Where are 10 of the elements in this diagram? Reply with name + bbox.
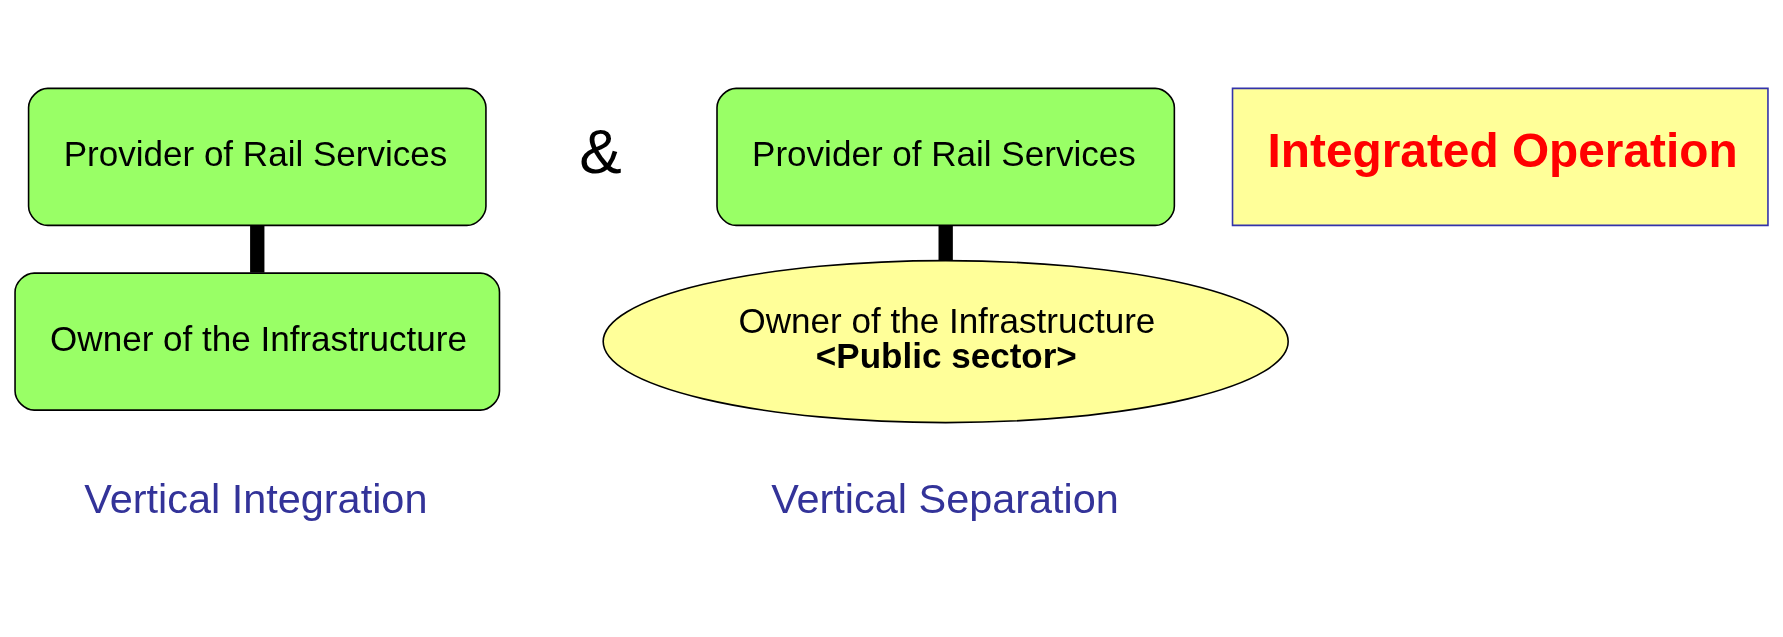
label: & bbox=[579, 114, 622, 187]
connector bbox=[250, 225, 265, 273]
connector bbox=[938, 225, 953, 261]
node-box: Owner of the Infrastructure bbox=[14, 272, 501, 411]
node-box: Provider of Rail Services bbox=[27, 87, 487, 227]
label: Vertical Integration bbox=[84, 475, 428, 523]
node-ellipse: Owner of the Infrastructure <Public sector> bbox=[602, 259, 1289, 424]
node-box: Integrated Operation bbox=[1231, 87, 1769, 227]
label: Vertical Separation bbox=[771, 475, 1119, 523]
node-box: Provider of Rail Services bbox=[716, 87, 1176, 227]
